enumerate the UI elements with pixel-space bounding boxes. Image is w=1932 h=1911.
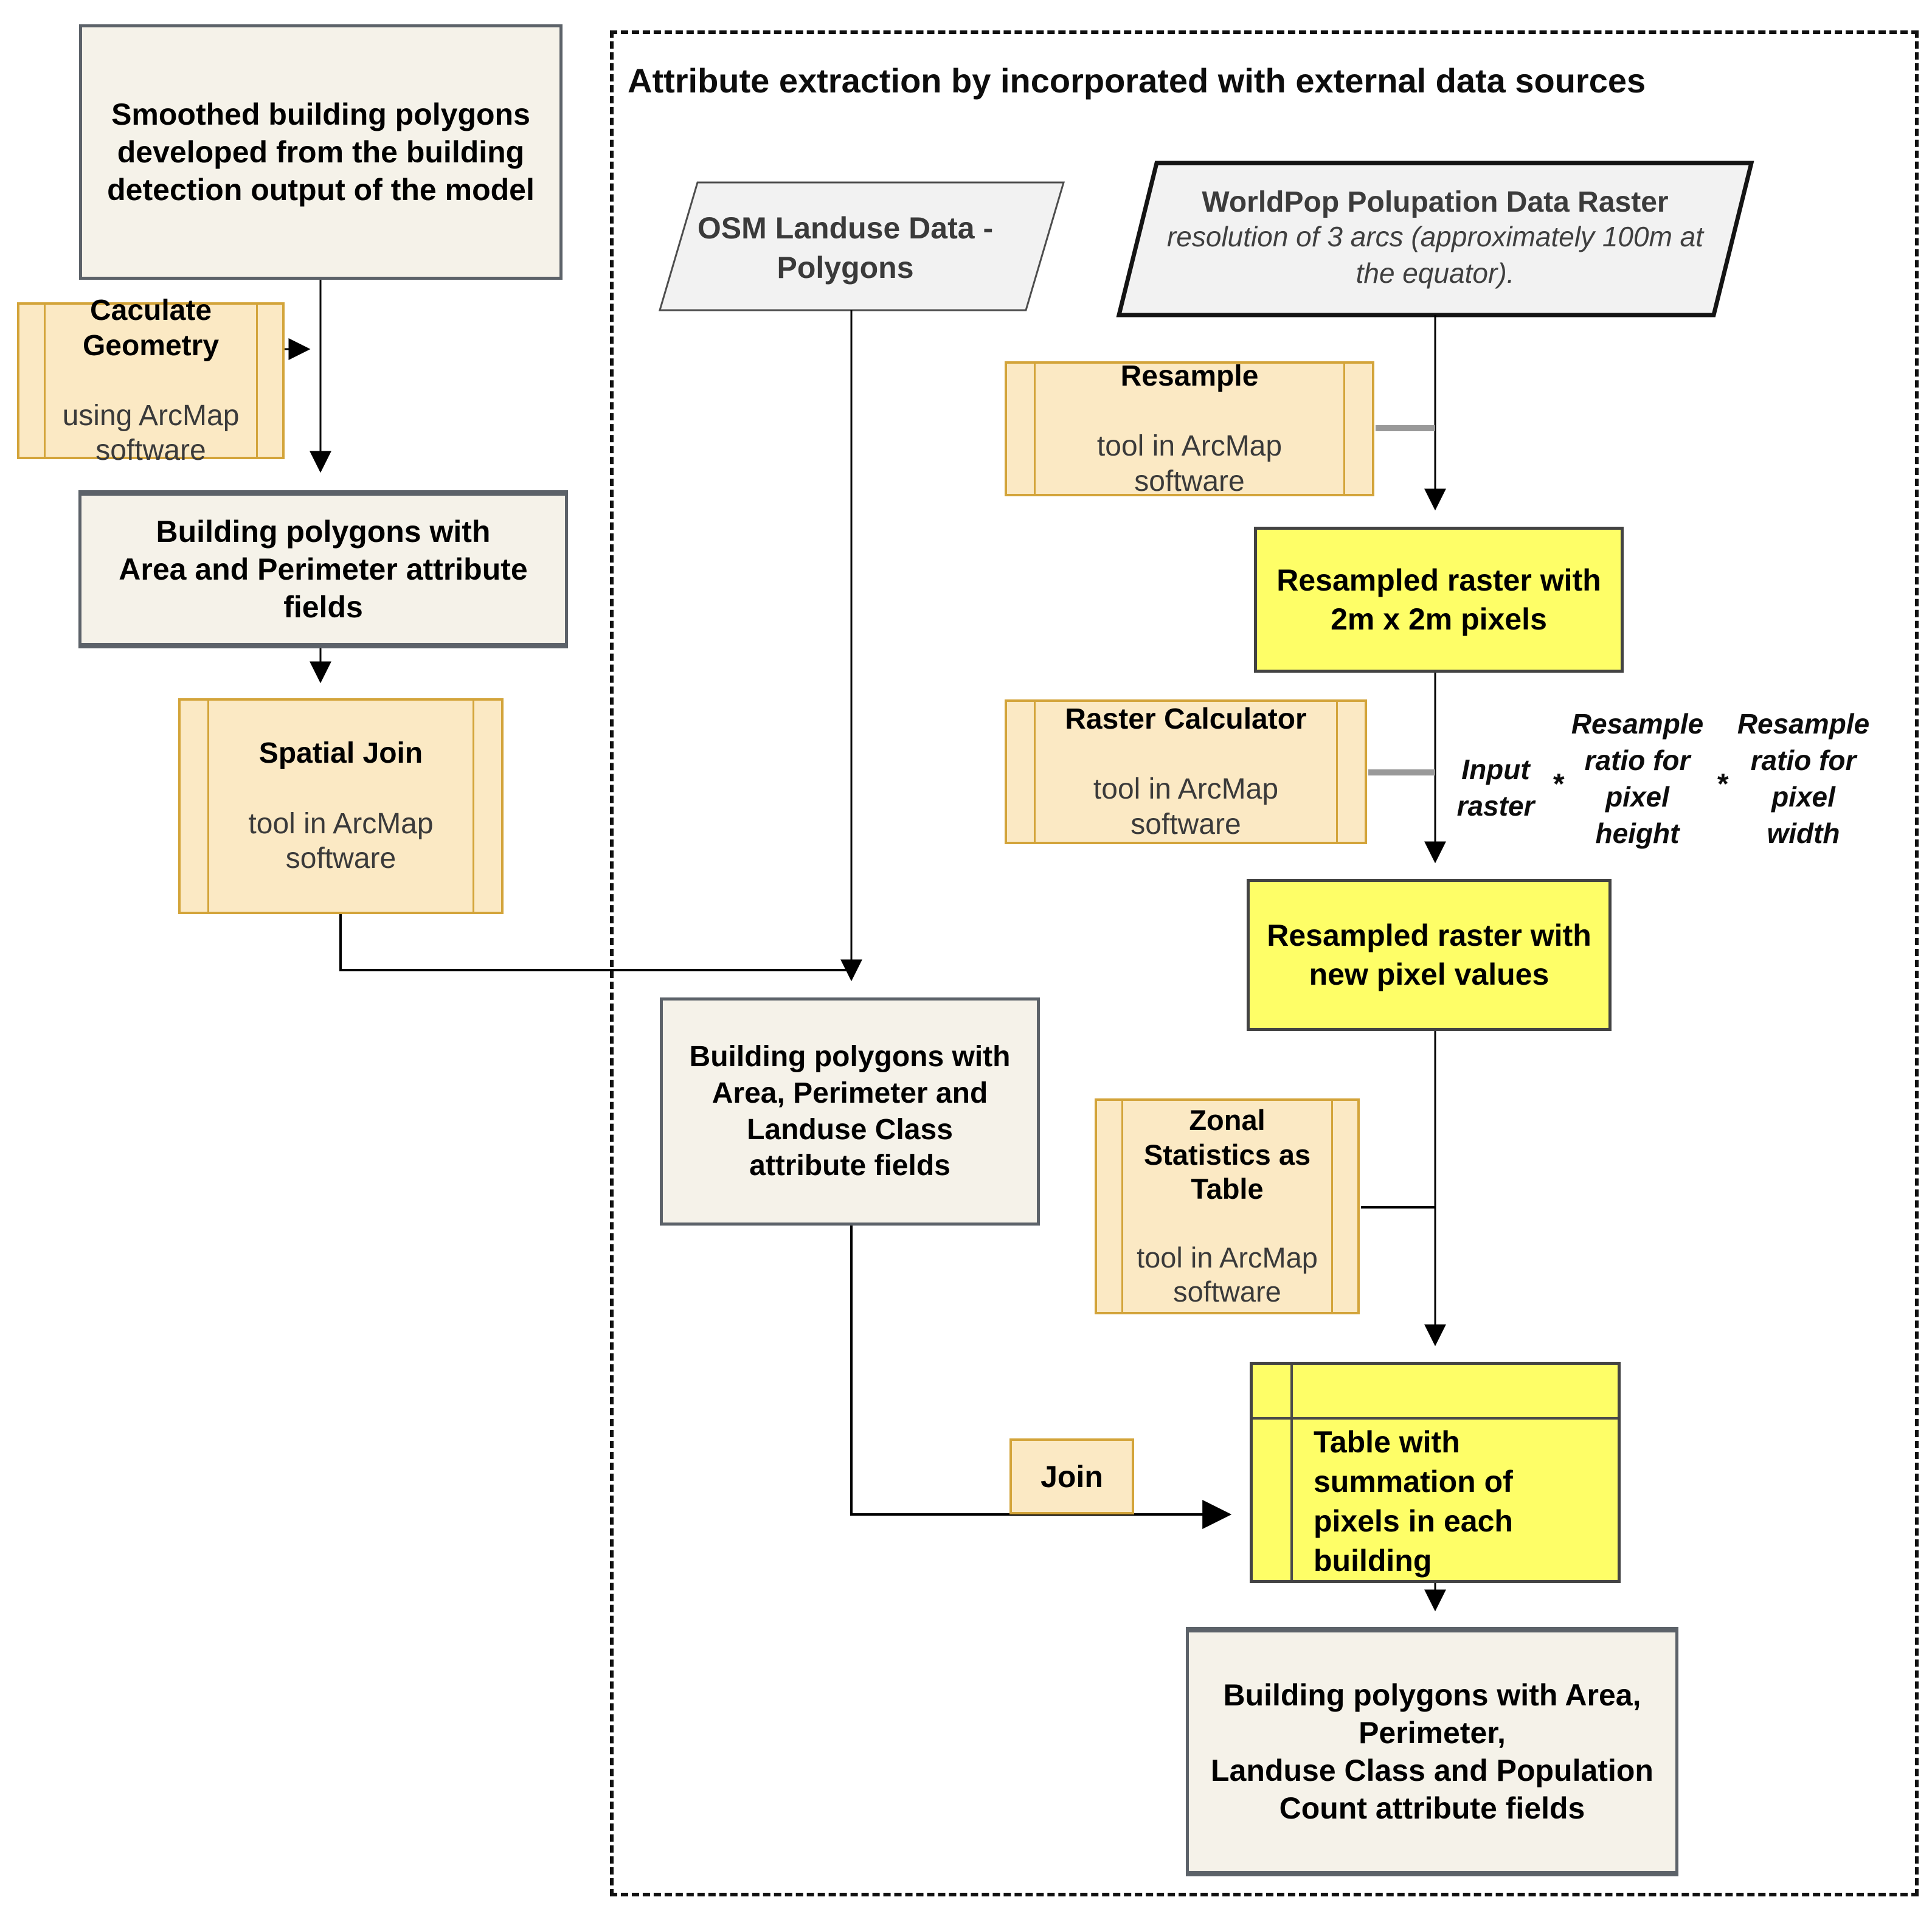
- node-resample-tool: Resample tool in ArcMap software: [1005, 360, 1374, 498]
- node-summation-table: Table with summation of pixels in each b…: [1250, 1362, 1621, 1583]
- node-area-perimeter: Building polygons with Area and Perimete…: [78, 490, 568, 648]
- node-raster-calculator: Raster Calculator tool in ArcMap softwar…: [1005, 699, 1367, 844]
- worldpop-title: WorldPop Polupation Data Raster: [1202, 186, 1669, 219]
- process-sidebar-left: [1121, 1101, 1123, 1312]
- spatial-join-title: Spatial Join: [258, 737, 423, 770]
- formula-ratio-width: Resample ratio for pixel width: [1737, 708, 1870, 849]
- process-label: Resample tool in ArcMap software: [1097, 324, 1282, 534]
- node-worldpop-raster: WorldPop Polupation Data Raster resoluti…: [1140, 179, 1730, 298]
- external-data-section-frame: [610, 30, 1919, 1896]
- calculate-geometry-subtitle: using ArcMap software: [62, 399, 240, 467]
- formula-multiply-2: *: [1716, 768, 1728, 800]
- section-heading: Attribute extraction by incorporated wit…: [628, 61, 1646, 100]
- node-smoothed-polygons: Smoothed building polygons developed fro…: [79, 24, 563, 280]
- zonal-statistics-title: Zonal Statistics as Table: [1143, 1104, 1311, 1205]
- node-osm-landuse: OSM Landuse Data - Polygons: [697, 210, 994, 285]
- spatial-join-subtitle: tool in ArcMap software: [248, 807, 434, 875]
- formula-input-raster: Input raster: [1456, 754, 1535, 822]
- zonal-statistics-subtitle: tool in ArcMap software: [1137, 1241, 1318, 1308]
- node-resampled-2m: Resampled raster with 2m x 2m pixels: [1254, 527, 1624, 673]
- process-sidebar-right: [473, 701, 474, 912]
- table-left-column: [1290, 1365, 1293, 1580]
- node-calculate-geometry: Caculate Geometry using ArcMap software: [17, 294, 285, 466]
- raster-calculator-subtitle: tool in ArcMap software: [1093, 773, 1279, 841]
- process-sidebar-left: [44, 305, 46, 457]
- formula-multiply-1: *: [1552, 768, 1563, 800]
- node-final-result: Building polygons with Area, Perimeter, …: [1186, 1627, 1678, 1876]
- node-landuse-result: Building polygons with Area, Perimeter a…: [660, 997, 1040, 1226]
- formula-ratio-height: Resample ratio for pixel height: [1571, 708, 1704, 849]
- process-label: Raster Calculator tool in ArcMap softwar…: [1065, 667, 1306, 877]
- summation-table-label: Table with summation of pixels in each b…: [1314, 1425, 1513, 1578]
- raster-calculator-title: Raster Calculator: [1065, 702, 1307, 735]
- process-label: Spatial Join tool in ArcMap software: [248, 701, 433, 912]
- process-sidebar-right: [1336, 702, 1338, 842]
- process-sidebar-right: [1343, 364, 1345, 494]
- process-label: Zonal Statistics as Table tool in ArcMap…: [1137, 1069, 1318, 1344]
- process-sidebar-left: [1034, 702, 1036, 842]
- node-zonal-statistics: Zonal Statistics as Table tool in ArcMap…: [1095, 1098, 1360, 1314]
- calculate-geometry-title: Caculate Geometry: [82, 294, 220, 362]
- process-sidebar-right: [1331, 1101, 1333, 1312]
- node-spatial-join: Spatial Join tool in ArcMap software: [178, 698, 504, 914]
- process-sidebar-left: [1034, 364, 1036, 494]
- table-header-row: [1253, 1365, 1618, 1420]
- node-resampled-new-values: Resampled raster with new pixel values: [1247, 879, 1612, 1031]
- resample-subtitle: tool in ArcMap software: [1096, 430, 1283, 498]
- node-join: Join: [1009, 1438, 1134, 1514]
- worldpop-subtitle: resolution of 3 arcs (approximately 100m…: [1166, 221, 1704, 289]
- process-sidebar-left: [207, 701, 209, 912]
- process-sidebar-right: [256, 305, 258, 457]
- process-label: Caculate Geometry using ArcMap software: [63, 258, 240, 503]
- resample-title: Resample: [1120, 359, 1259, 392]
